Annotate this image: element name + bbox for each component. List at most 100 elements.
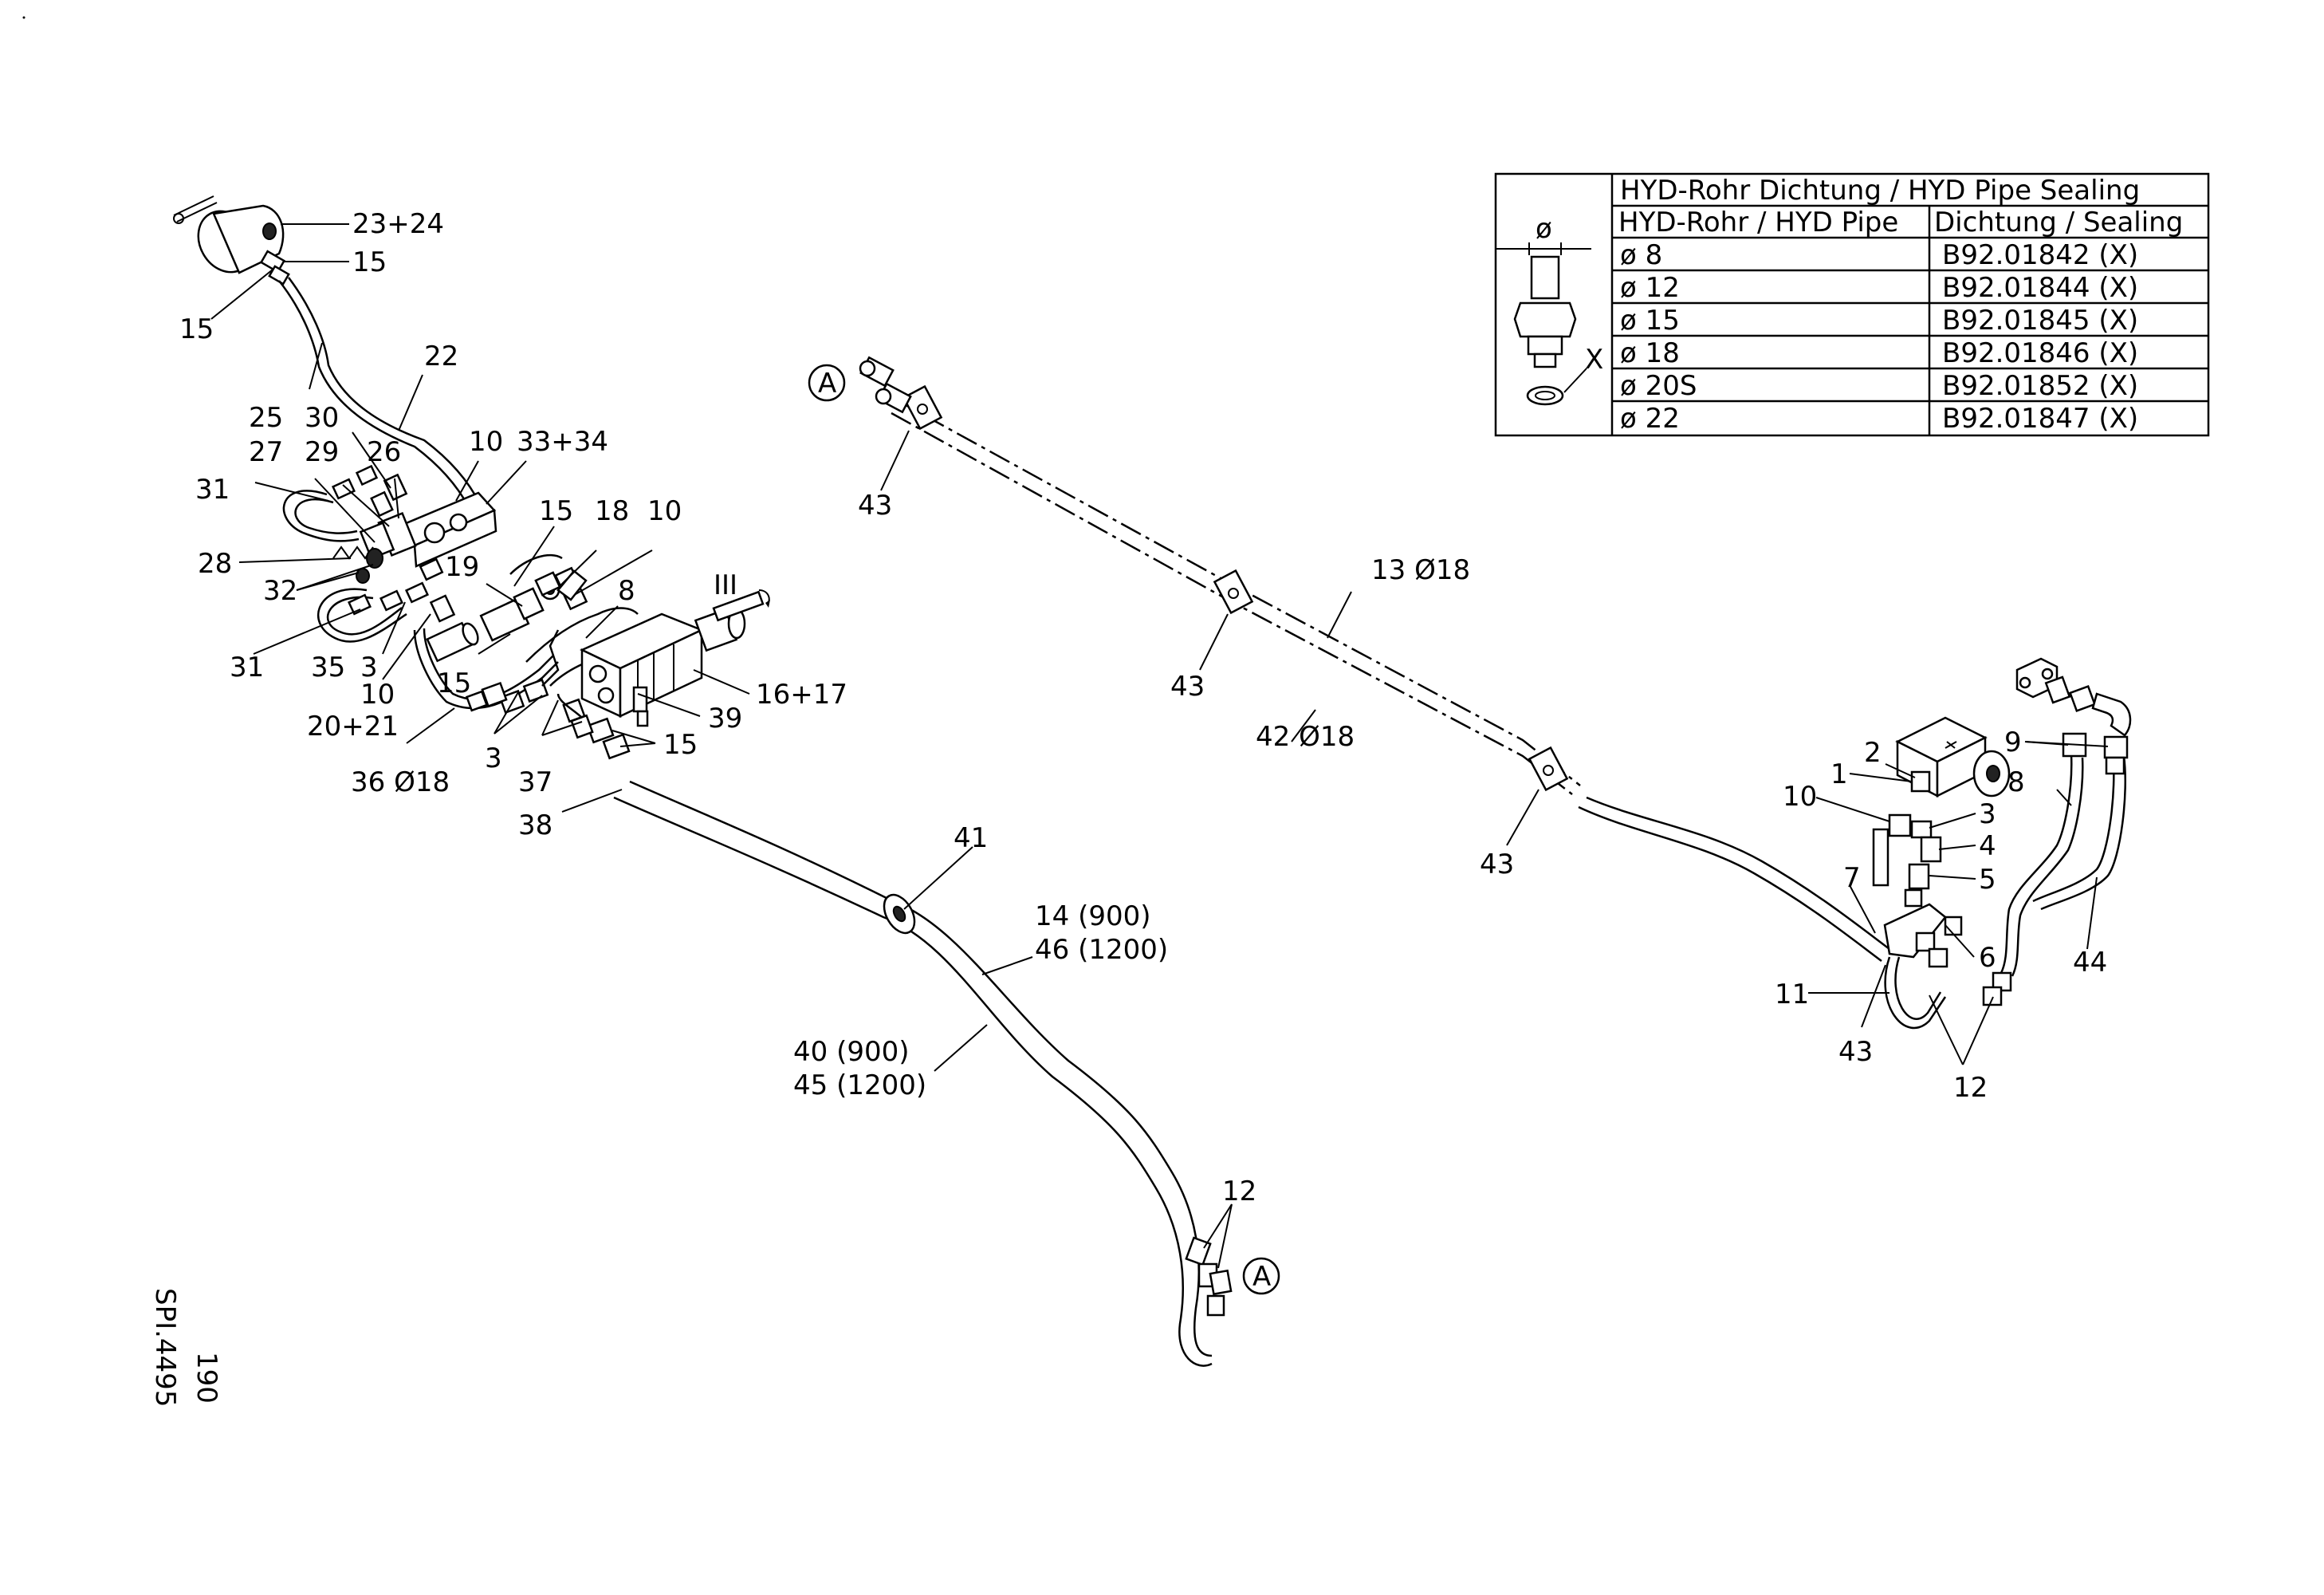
table-row-seal: B92.01845 (X) <box>1942 305 2138 337</box>
callout: 20+21 <box>307 711 399 742</box>
table-row-pipe: ø 22 <box>1620 403 1680 435</box>
callout: 3 <box>485 742 502 774</box>
callout: 14 (900) <box>1035 900 1151 932</box>
hydraulic-motor <box>1895 716 2011 798</box>
table-row-pipe: ø 12 <box>1620 272 1680 304</box>
fittings-9 <box>2062 732 2129 775</box>
callout: 19 <box>445 551 479 583</box>
callout-labels: 23+24 15 15 22 25 30 10 33+34 27 29 26 3… <box>179 208 2107 1207</box>
sheet-code: SPI.4495 <box>149 1288 181 1407</box>
page-number: 190 <box>191 1352 222 1404</box>
fittings-12-bottom <box>1185 1236 1233 1317</box>
callout: 43 <box>858 490 892 522</box>
callout: 15 <box>179 313 214 345</box>
leader-lines <box>210 223 2109 1269</box>
grommet-41 <box>883 893 916 935</box>
callout: 43 <box>1838 1036 1873 1068</box>
callout: 9 <box>2004 727 2022 758</box>
callout: 1 <box>1830 758 1848 790</box>
callout: 45 (1200) <box>793 1069 926 1101</box>
svg-text:A: A <box>1252 1261 1271 1293</box>
callout: 29 <box>305 436 339 468</box>
callout: 15 <box>539 495 573 527</box>
callout: 25 <box>249 402 283 434</box>
callout: 11 <box>1775 979 1809 1010</box>
callout: 13 Ø18 <box>1371 554 1470 586</box>
callout: 8 <box>618 575 635 607</box>
callout: 43 <box>1480 849 1514 880</box>
callout: 38 <box>518 809 552 841</box>
clamp-43-low <box>1528 746 1569 792</box>
callout: 41 <box>954 822 988 854</box>
bracket-top-right <box>2015 657 2132 737</box>
table-row-seal: B92.01852 (X) <box>1942 370 2138 402</box>
callout: 10 <box>360 679 395 711</box>
callout: 42 Ø18 <box>1256 721 1355 753</box>
callout: 3 <box>1979 798 1996 830</box>
callout: 15 <box>437 668 471 699</box>
callout: 15 <box>352 246 387 278</box>
callout: 16+17 <box>756 679 847 711</box>
callout: 3 <box>360 652 378 683</box>
callout: 2 <box>1864 737 1882 769</box>
svg-text:ø: ø <box>1536 213 1552 245</box>
table-row-seal: B92.01842 (X) <box>1942 239 2138 271</box>
table-header-pipe: HYD-Rohr / HYD Pipe <box>1618 207 1898 238</box>
fittings-cluster-left <box>331 464 456 623</box>
callout: 37 <box>518 766 552 798</box>
callout: 12 <box>1222 1176 1256 1207</box>
view-marker-iii: III <box>714 569 737 601</box>
corner-dot <box>22 16 26 19</box>
cylinder-20-21 <box>426 621 479 663</box>
callout: 10 <box>647 495 682 527</box>
table-row-seal: B92.01847 (X) <box>1942 403 2138 435</box>
table-row-seal: B92.01844 (X) <box>1942 272 2138 304</box>
callout: 27 <box>249 436 283 468</box>
callout: 6 <box>1979 942 1996 974</box>
callout: 43 <box>1170 671 1205 703</box>
valve-cluster-right <box>1872 770 2012 1030</box>
callout: 31 <box>230 652 264 683</box>
callout: 30 <box>305 402 339 434</box>
callout: 36 Ø18 <box>351 766 450 798</box>
callout: 10 <box>1783 781 1817 813</box>
callout: 8 <box>2007 766 2025 798</box>
svg-text:A: A <box>818 368 836 400</box>
callout: 18 <box>595 495 629 527</box>
callout: 31 <box>195 474 230 506</box>
cooler-23-24 <box>197 204 290 286</box>
table-row-pipe: ø 8 <box>1620 239 1662 271</box>
callout: 26 <box>367 436 401 468</box>
callout: 40 (900) <box>793 1036 910 1068</box>
callout: 22 <box>424 341 458 372</box>
callout: 23+24 <box>352 208 444 240</box>
svg-text:X: X <box>1585 344 1603 376</box>
callout: 33+34 <box>517 426 608 458</box>
table-header-seal: Dichtung / Sealing <box>1934 207 2183 238</box>
fitting-illustration: ø X <box>1496 213 1603 406</box>
callout: 44 <box>2073 947 2107 979</box>
callout: 39 <box>708 703 742 734</box>
table-row-pipe: ø 20S <box>1620 370 1697 402</box>
ref-fitting-top <box>859 356 912 414</box>
hose-14-40 <box>613 780 1890 1367</box>
callout: 5 <box>1979 864 1996 896</box>
callout: 4 <box>1979 830 1996 862</box>
shaft-iii <box>712 589 770 622</box>
table-row-pipe: ø 15 <box>1620 305 1680 337</box>
pipe-13-42 <box>859 356 1581 795</box>
callout: 35 <box>311 652 345 683</box>
fittings-lower-left <box>465 629 631 760</box>
table-row-pipe: ø 18 <box>1620 337 1680 369</box>
pin-icon <box>173 195 218 224</box>
table-row-seal: B92.01846 (X) <box>1942 337 2138 369</box>
callout: 28 <box>198 548 232 580</box>
sealing-table: HYD-Rohr Dichtung / HYD Pipe Sealing HYD… <box>1494 172 2210 437</box>
callout: 32 <box>263 575 297 607</box>
callout: 7 <box>1843 862 1861 894</box>
spring-28 <box>332 545 383 584</box>
right-assembly <box>1872 657 2132 1030</box>
callout: 12 <box>1953 1072 1988 1104</box>
ref-marker-a-bottom: A <box>1242 1257 1280 1295</box>
